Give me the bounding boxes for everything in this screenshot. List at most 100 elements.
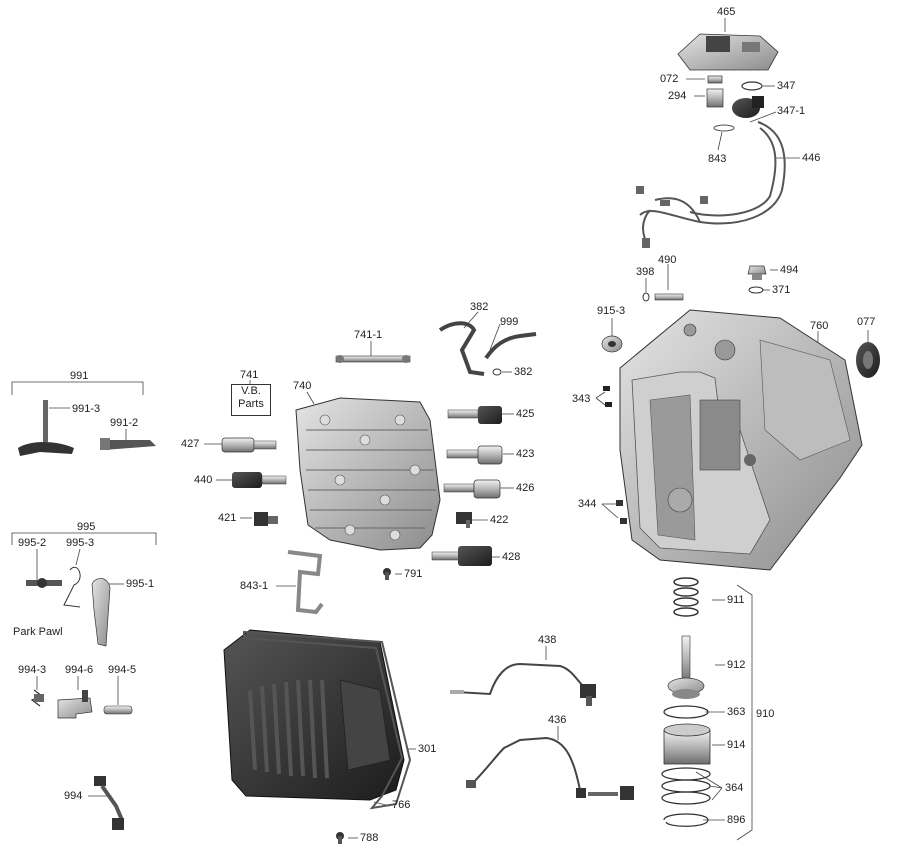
label-301: 301 (418, 743, 437, 755)
solenoid-423 (446, 445, 503, 465)
label-995-2: 995-2 (18, 537, 47, 549)
vb-parts-line1: V.B. (241, 385, 261, 397)
label-347-1: 347-1 (777, 105, 806, 117)
label-740: 740 (293, 380, 312, 392)
label-490: 490 (658, 254, 677, 266)
solenoid-427 (221, 437, 277, 453)
bolt-344a (616, 500, 623, 506)
bracket-994-6 (57, 690, 93, 719)
pin-490 (654, 293, 684, 301)
part-294 (706, 88, 724, 108)
sensor-harness-436 (466, 736, 634, 800)
oring-363 (663, 705, 709, 719)
part-994-3 (34, 694, 44, 702)
label-791: 791 (404, 568, 423, 580)
label-park-pawl: Park Pawl (13, 626, 63, 638)
label-347: 347 (777, 80, 796, 92)
connector-347-1 (732, 96, 764, 118)
part-398 (642, 292, 650, 302)
sensor-422 (456, 512, 472, 528)
bolt-791 (383, 568, 391, 580)
harness-connectors (636, 186, 708, 248)
label-423: 423 (516, 448, 535, 460)
label-914: 914 (727, 739, 746, 751)
park-pawl-995-1 (91, 578, 111, 647)
label-760: 760 (810, 320, 829, 332)
label-427: 427 (181, 438, 200, 450)
label-843: 843 (708, 153, 727, 165)
wire-harness-446 (639, 121, 786, 246)
label-438: 438 (538, 634, 557, 646)
oil-pan-301 (223, 629, 405, 801)
label-843-1: 843-1 (240, 580, 269, 592)
label-436: 436 (548, 714, 567, 726)
label-999: 999 (500, 316, 519, 328)
label-425: 425 (516, 408, 535, 420)
rod-741-1 (335, 355, 411, 363)
oring-371 (748, 286, 764, 294)
label-344: 344 (578, 498, 597, 510)
label-077: 077 (857, 316, 876, 328)
pin-995-2 (26, 578, 62, 588)
label-991-2: 991-2 (110, 417, 139, 429)
label-995: 995 (77, 521, 96, 533)
piston-912 (667, 635, 705, 699)
bolt-788 (336, 832, 344, 844)
label-912: 912 (727, 659, 746, 671)
label-911: 911 (727, 594, 745, 606)
label-995-1: 995-1 (126, 578, 155, 590)
seal-077 (856, 342, 880, 378)
label-766: 766 (392, 799, 411, 811)
sleeve-914 (663, 723, 711, 765)
label-294: 294 (668, 90, 687, 102)
valve-body-740 (295, 397, 441, 551)
label-421: 421 (218, 512, 237, 524)
label-494: 494 (780, 264, 799, 276)
label-915-3: 915-3 (597, 305, 626, 317)
label-343: 343 (572, 393, 591, 405)
pin-994-5 (103, 705, 133, 715)
label-398: 398 (636, 266, 655, 278)
vb-parts-line2: Parts (238, 398, 264, 410)
snap-ring-896 (663, 813, 709, 827)
label-994: 994 (64, 790, 83, 802)
label-364: 364 (725, 782, 744, 794)
label-072: 072 (660, 73, 679, 85)
part-072 (707, 75, 723, 84)
solenoid-428 (431, 546, 492, 566)
label-422: 422 (490, 514, 509, 526)
sensor-421 (254, 512, 278, 526)
leader-lines (11, 18, 869, 841)
shaft-991-3 (18, 400, 74, 456)
label-741: 741 (240, 369, 259, 381)
label-428: 428 (502, 551, 521, 563)
label-440: 440 (194, 474, 213, 486)
bolt-343a (603, 386, 610, 391)
rings-364 (661, 767, 711, 805)
oring-382 (492, 368, 502, 376)
label-910: 910 (756, 708, 775, 720)
label-382-top: 382 (470, 301, 489, 313)
label-446: 446 (802, 152, 821, 164)
spring-911 (673, 577, 699, 617)
solenoid-426 (443, 479, 501, 499)
gasket-766 (243, 630, 412, 810)
vb-parts-box: V.B. Parts (231, 384, 271, 416)
label-994-5: 994-5 (108, 664, 137, 676)
sensor-harness-438 (450, 662, 596, 706)
link-994 (94, 776, 124, 830)
label-382-bottom: 382 (514, 366, 533, 378)
label-788: 788 (360, 832, 379, 844)
oring-347 (741, 81, 763, 91)
label-896: 896 (727, 814, 746, 826)
label-995-3: 995-3 (66, 537, 95, 549)
label-426: 426 (516, 482, 535, 494)
label-994-6: 994-6 (65, 664, 94, 676)
pipe-999 (438, 321, 537, 376)
label-991: 991 (70, 370, 89, 382)
transmission-case-760 (619, 309, 863, 571)
label-991-3: 991-3 (72, 403, 101, 415)
plug-494 (747, 265, 767, 280)
bolt-343b (605, 402, 612, 407)
